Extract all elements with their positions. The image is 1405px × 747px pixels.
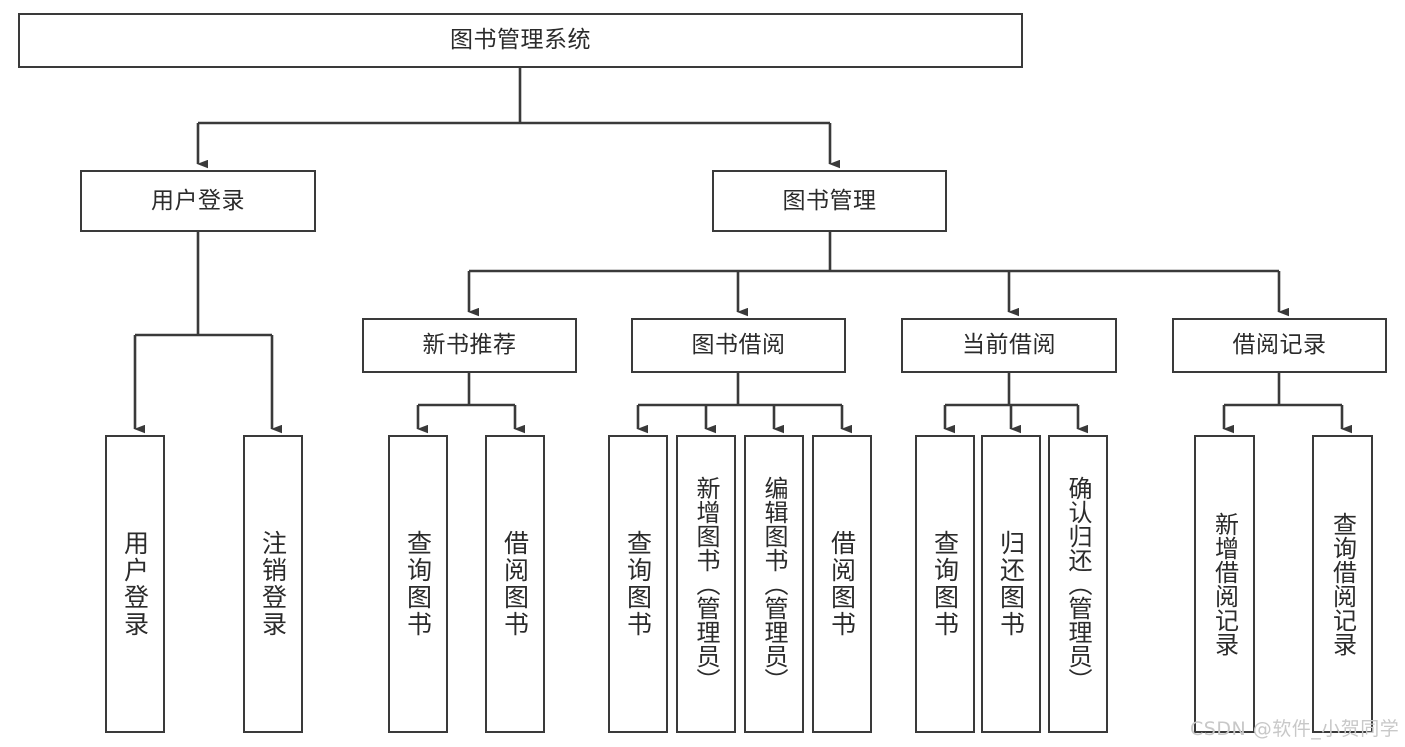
leaf-query-book-borrow-label: 查询图书	[623, 530, 653, 638]
node-current-borrow[interactable]: 当前借阅	[901, 318, 1117, 373]
node-root[interactable]: 图书管理系统	[18, 13, 1023, 68]
leaf-add-borrow-record[interactable]: 新增借阅记录	[1194, 435, 1255, 733]
leaf-borrow-book-recommend[interactable]: 借阅图书	[485, 435, 545, 733]
node-new-book-recommend-label: 新书推荐	[422, 332, 517, 359]
node-current-borrow-label: 当前借阅	[962, 332, 1056, 359]
node-user-login-label: 用户登录	[151, 187, 245, 214]
leaf-borrow-book-recommend-label: 借阅图书	[500, 530, 530, 638]
leaf-query-book-recommend[interactable]: 查询图书	[388, 435, 448, 733]
leaf-add-borrow-record-label: 新增借阅记录	[1210, 512, 1239, 656]
leaf-borrow-book-borrow-label: 借阅图书	[827, 530, 857, 638]
leaf-user-login-label: 用户登录	[120, 530, 150, 638]
leaf-query-book-current-label: 查询图书	[930, 530, 960, 638]
leaf-confirm-return-admin[interactable]: 确认归还（管理员）	[1048, 435, 1108, 733]
node-book-manage[interactable]: 图书管理	[712, 170, 947, 232]
leaf-query-borrow-record[interactable]: 查询借阅记录	[1312, 435, 1373, 733]
leaf-borrow-book-borrow[interactable]: 借阅图书	[812, 435, 872, 733]
leaf-query-book-borrow[interactable]: 查询图书	[608, 435, 668, 733]
leaf-return-book[interactable]: 归还图书	[981, 435, 1041, 733]
node-borrow-record[interactable]: 借阅记录	[1172, 318, 1387, 373]
leaf-edit-book-admin[interactable]: 编辑图书（管理员）	[744, 435, 804, 733]
node-user-login[interactable]: 用户登录	[80, 170, 316, 232]
leaf-add-book-admin-label: 新增图书（管理员）	[692, 476, 720, 692]
leaf-edit-book-admin-label: 编辑图书（管理员）	[760, 476, 788, 692]
leaf-logout[interactable]: 注销登录	[243, 435, 303, 733]
leaf-query-borrow-record-label: 查询借阅记录	[1328, 512, 1357, 656]
leaf-logout-label: 注销登录	[258, 530, 288, 638]
leaf-return-book-label: 归还图书	[996, 530, 1026, 638]
node-borrow-record-label: 借阅记录	[1232, 332, 1327, 359]
node-root-label: 图书管理系统	[450, 27, 591, 54]
node-book-borrow[interactable]: 图书借阅	[631, 318, 846, 373]
leaf-confirm-return-admin-label: 确认归还（管理员）	[1064, 476, 1092, 692]
leaf-user-login[interactable]: 用户登录	[105, 435, 165, 733]
node-new-book-recommend[interactable]: 新书推荐	[362, 318, 577, 373]
leaf-query-book-recommend-label: 查询图书	[403, 530, 433, 638]
leaf-add-book-admin[interactable]: 新增图书（管理员）	[676, 435, 736, 733]
leaf-query-book-current[interactable]: 查询图书	[915, 435, 975, 733]
node-book-manage-label: 图书管理	[782, 187, 877, 214]
node-book-borrow-label: 图书借阅	[691, 332, 786, 359]
